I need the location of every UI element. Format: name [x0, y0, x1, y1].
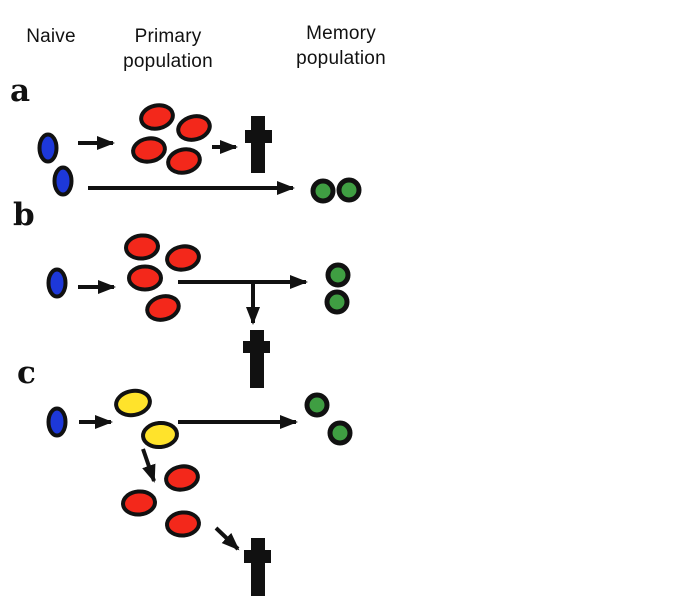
- death-cross-icon: [243, 330, 270, 388]
- naive-cell: [37, 132, 59, 164]
- effector-cell: [139, 103, 175, 131]
- effector-cell: [121, 489, 157, 517]
- panel-label-b: b: [13, 197, 35, 233]
- death-cross-icon: [244, 538, 271, 596]
- arrow-effector-to-death: [214, 526, 240, 551]
- effector-cell: [131, 136, 167, 164]
- naive-cell: [46, 267, 68, 299]
- effector-cell: [166, 147, 202, 175]
- panel-c: [46, 388, 353, 596]
- memory-cell: [304, 392, 330, 418]
- memory-precursor-cell: [114, 388, 152, 418]
- arrow-precursor-to-effector: [141, 448, 156, 483]
- effector-cell: [165, 244, 201, 272]
- panel-label-a: a: [10, 73, 31, 109]
- panel-a: [37, 103, 362, 204]
- panel-b: [46, 233, 351, 388]
- effector-cell: [176, 114, 212, 142]
- effector-cell: [124, 233, 160, 261]
- memory-cell: [336, 177, 362, 203]
- effector-cell: [164, 464, 200, 492]
- effector-cell: [145, 294, 181, 322]
- memory-cell: [310, 178, 336, 204]
- naive-cell: [46, 406, 68, 438]
- memory-cell: [325, 262, 351, 288]
- memory-precursor-cell: [141, 420, 179, 450]
- column-header-primary-population: Primary population: [123, 26, 213, 72]
- naive-cell: [52, 165, 74, 197]
- column-header-naive: Naive: [26, 26, 76, 47]
- memory-cell: [327, 420, 353, 446]
- panel-label-c: c: [17, 355, 36, 391]
- effector-cell: [165, 510, 201, 538]
- memory-cell: [324, 289, 350, 315]
- death-cross-icon: [245, 116, 272, 173]
- effector-cell: [127, 264, 163, 292]
- column-header-memory-population: Memory population: [296, 23, 386, 69]
